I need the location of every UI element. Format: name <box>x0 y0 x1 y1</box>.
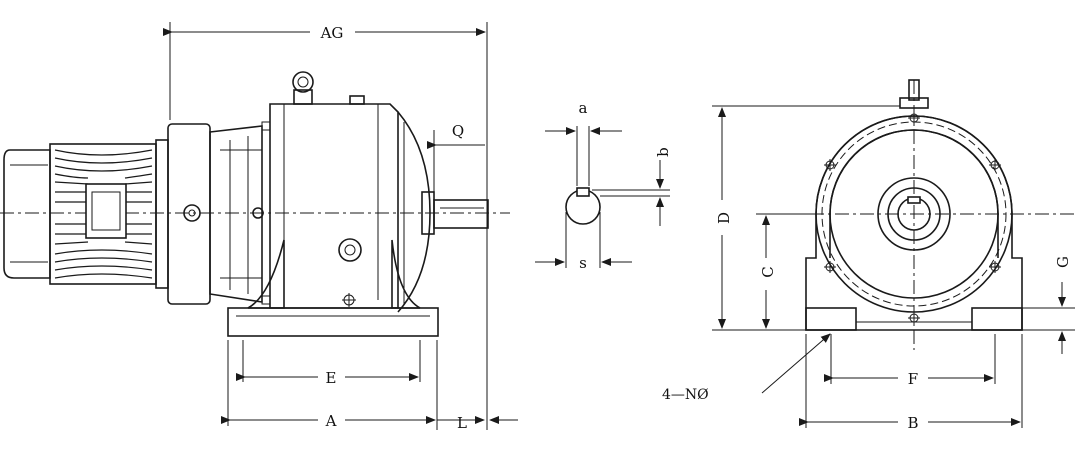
dim-label-s: s <box>579 254 587 272</box>
output-shaft <box>433 199 489 229</box>
shaft-key-detail: a b s <box>535 99 672 272</box>
output-cover <box>397 111 431 313</box>
dim-label-C: C <box>759 266 777 277</box>
adapter-bolt <box>183 204 201 222</box>
front-dimensions: D C G F B 4—NØ <box>662 105 1075 432</box>
dim-label-D: D <box>715 212 733 224</box>
front-view <box>760 79 1075 350</box>
base-plate <box>227 307 439 337</box>
terminal-box <box>85 183 127 239</box>
dim-label-B: B <box>907 414 918 432</box>
keyway <box>576 187 590 197</box>
foot-left <box>805 307 857 331</box>
dim-label-A: A <box>325 412 337 430</box>
dim-label-F: F <box>908 370 918 388</box>
dim-label-a: a <box>579 99 588 117</box>
side-dimensions: AG Q E A L <box>163 22 518 432</box>
lifting-eye <box>292 71 314 105</box>
top-stub <box>908 79 920 101</box>
hub-outer <box>877 177 951 251</box>
foot-right <box>971 307 1023 331</box>
oil-plug <box>338 238 362 262</box>
breather-plug <box>349 95 365 105</box>
motor-fins <box>54 149 153 279</box>
dim-label-Q: Q <box>452 122 464 140</box>
gearbox-housing <box>269 103 399 309</box>
dim-label-G: G <box>1054 256 1072 268</box>
side-view <box>0 71 510 337</box>
foot-right-rib <box>391 239 421 309</box>
foot-left-rib <box>247 239 285 309</box>
dim-label-N: 4—NØ <box>662 387 709 403</box>
dim-label-b: b <box>654 147 672 157</box>
dim-label-AG: AG <box>320 24 344 42</box>
dim-label-L: L <box>457 414 467 432</box>
dim-label-E: E <box>326 369 337 387</box>
flange-bolts <box>824 112 1001 324</box>
motor-end-cap <box>3 149 51 279</box>
reducer-input-taper <box>209 125 263 303</box>
motor-flange <box>155 139 169 289</box>
